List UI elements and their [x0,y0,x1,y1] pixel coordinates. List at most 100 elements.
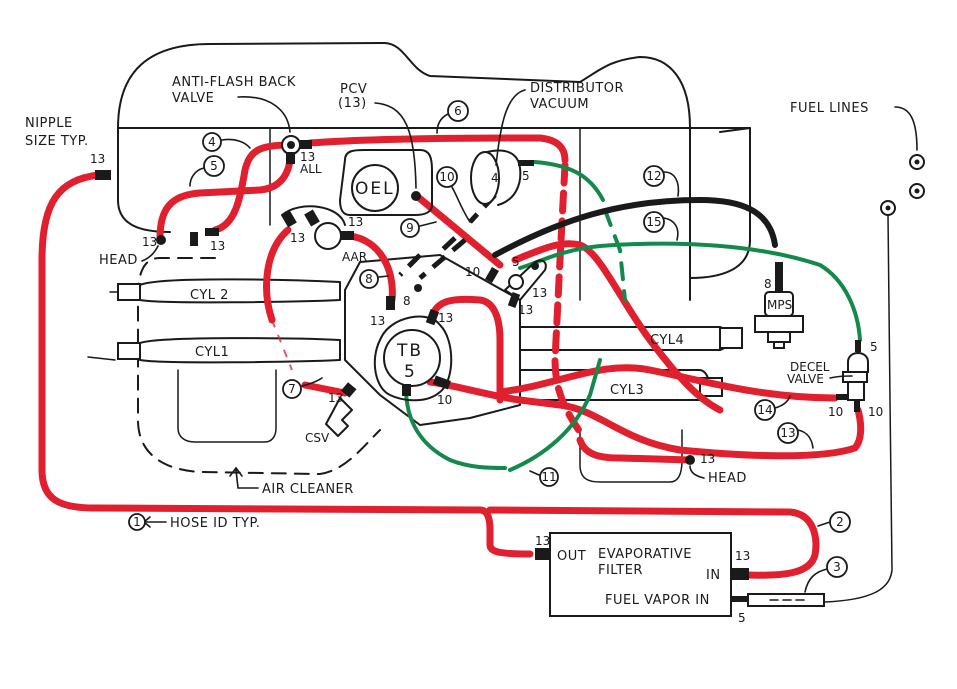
engine-bay-outline [117,42,691,301]
hose-id-11[interactable]: 11 [529,467,559,487]
callout-arrow [804,568,828,593]
anti-flash-arrow [237,96,291,133]
size-dist: 5 [522,169,530,183]
hose-14 [496,364,839,402]
hose-1 [38,171,534,558]
pcv-arrow [374,102,417,189]
engine-block-right [579,429,683,483]
size-mps: 8 [764,277,772,291]
callout-arrow [797,429,814,449]
afb-lower-nipple[interactable] [190,232,198,246]
plenum-outline [344,254,521,426]
oel-component[interactable]: OEL [339,149,433,216]
decel-arrow [829,375,853,379]
distributor-label-2: VACUUM [530,97,589,112]
aar-component[interactable]: AAR [281,205,367,264]
fuel-lines[interactable] [824,154,925,603]
hose-id-number: 6 [454,104,462,118]
engine-bay-right-wall [689,127,751,279]
decel-valve[interactable] [836,340,869,412]
hose-id-number: 3 [833,560,841,574]
head-left-nipple[interactable] [156,235,166,245]
callout-arrow [419,221,437,227]
evaporative-filter[interactable]: OUT EVAPORATIVE FILTER IN FUEL VAPOR IN … [535,532,825,625]
hose-11 [404,386,507,470]
distributor-arrow [495,89,526,166]
hose-6-dashed [551,161,584,436]
hose-id-number: 15 [646,215,661,229]
hose-id-circle [826,556,848,578]
air-cleaner-label: AIR CLEANER [262,482,354,497]
callout-arrow [451,186,471,223]
pcv-label-2: (13) [338,96,367,111]
hose-id-number: 13 [780,426,795,440]
hose-13 [426,295,865,460]
hose-distributor-green [533,160,605,202]
anti-flash-back-valve[interactable] [281,135,312,164]
cyl3-label: CYL3 [610,383,644,398]
hose-id-arrow [142,516,167,528]
hose-id-number: 14 [757,403,772,417]
air-cleaner-arrow [229,466,259,489]
hose-id-circle [202,132,222,152]
evap-in-label: IN [706,568,721,583]
hose-id-number: 10 [439,170,454,184]
hose-id-circle [282,379,302,399]
evap-in-size: 13 [735,549,750,563]
hose-id-15[interactable]: 15 [643,211,679,241]
callout-arrow [301,377,323,387]
hose-distributor-green-dash [603,208,627,302]
hose-id-circle [359,269,379,289]
hose-12 [492,196,778,258]
left-nipple-13[interactable] [95,170,111,180]
hose-id-5[interactable]: 5 [189,155,225,187]
hose-id-13[interactable]: 13 [777,422,814,449]
hose-id-number: 12 [646,169,661,183]
hose-id-circle [754,399,776,421]
throttle-body[interactable]: TB 5 [373,284,453,402]
hose-id-10[interactable]: 10 [436,166,471,223]
hose-id-circle [539,467,559,487]
hose-id-circle [203,155,225,177]
callout-arrow [774,395,791,409]
size-junction-13b: 13 [518,303,533,317]
evap-fuel-vapor-label: FUEL VAPOR IN [605,593,710,608]
size-csv: 13 [328,391,343,405]
mps-sensor[interactable]: MPS [754,262,804,349]
hose-id-14[interactable]: 14 [754,395,791,421]
callout-arrow [529,470,540,476]
hose-id-8[interactable]: 8 [359,269,389,289]
decel-valve-label-2: VALVE [787,372,824,386]
junction-fitting[interactable] [485,259,547,308]
hose-7 [263,226,292,324]
csv-label: CSV [305,431,330,445]
csv-component[interactable] [325,382,357,437]
hose-id-12[interactable]: 12 [643,165,680,197]
head-right-label: HEAD [708,471,747,486]
hose-id-9[interactable]: 9 [400,218,437,238]
hose-10-dashed-b [418,238,467,280]
hose-id-3[interactable]: 3 [804,556,848,593]
hose-2 [486,506,820,579]
runner-cyl2 [109,278,341,304]
hose-id-2[interactable]: 2 [817,511,851,533]
hose-id-6[interactable]: 6 [436,100,469,134]
size-head-left: 13 [142,235,157,249]
hose-id-number: 4 [208,135,216,149]
size-tb-top-right: 13 [438,311,453,325]
fuel-lines-label: FUEL LINES [790,101,869,116]
evap-out-label: OUT [557,549,586,564]
air-cleaner-outline [137,257,381,476]
afb-lower-nipple-b[interactable] [205,228,219,236]
hose-5 [156,156,294,242]
head-right-arrow [689,465,705,479]
hose-id-7[interactable]: 7 [282,377,323,399]
callout-arrow [817,521,831,527]
hose-id-4[interactable]: 4 [202,132,251,152]
runner-cyl4 [519,326,743,351]
head-right-nipple[interactable] [685,455,695,465]
distributor[interactable]: 4 [470,149,534,206]
hose-id-1[interactable]: 1 [128,513,146,531]
callout-arrow [189,167,205,187]
hose-id-circle [643,211,665,233]
